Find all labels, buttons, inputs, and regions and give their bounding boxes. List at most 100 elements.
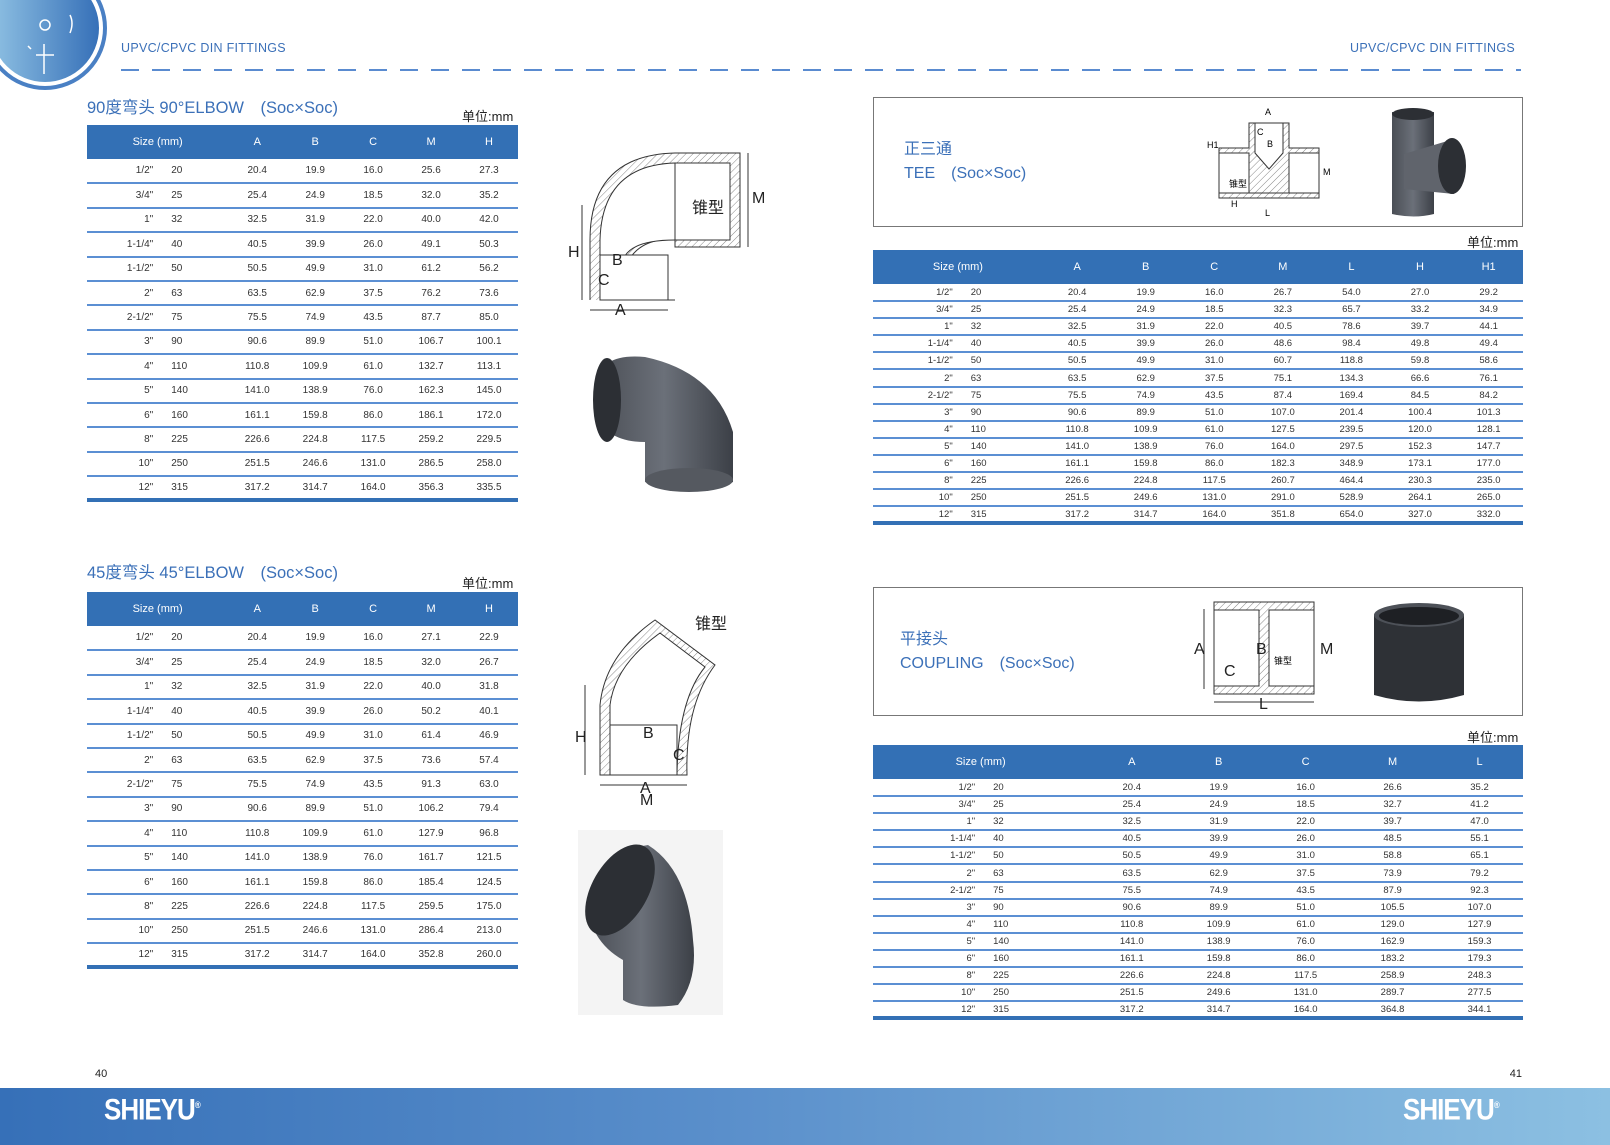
size-mm-cell: 315 (956, 506, 1043, 526)
label-M: M (752, 190, 765, 207)
value-cell: 297.5 (1317, 437, 1386, 456)
size-inch-cell: 3/4" (87, 650, 158, 676)
size-inch-cell: 1-1/4" (87, 232, 158, 258)
size-mm-cell: 20 (157, 626, 229, 652)
value-cell: 138.9 (1175, 932, 1263, 951)
value-cell: 127.5 (1248, 420, 1318, 439)
size-mm-cell: 32 (157, 207, 229, 234)
column-header: H (460, 125, 518, 159)
value-cell: 90.6 (228, 329, 287, 356)
value-cell: 18.5 (344, 183, 403, 209)
size-inch-cell: 1-1/2" (873, 352, 957, 371)
value-cell: 57.4 (460, 747, 518, 774)
label-C: C (1224, 663, 1236, 680)
value-cell: 32.5 (1042, 318, 1112, 337)
value-cell: 22.0 (1179, 318, 1249, 337)
value-cell: 55.1 (1436, 830, 1523, 849)
value-cell: 56.2 (460, 256, 518, 282)
size-inch-cell: 1" (873, 318, 957, 337)
value-cell: 106.7 (402, 329, 461, 356)
value-cell: 48.5 (1349, 830, 1437, 849)
value-cell: 159.8 (286, 869, 345, 896)
size-mm-cell: 110 (956, 420, 1043, 439)
value-cell: 63.5 (1088, 864, 1176, 883)
value-cell: 92.3 (1436, 881, 1523, 900)
column-header: M (1349, 745, 1437, 779)
value-cell: 314.7 (286, 943, 345, 970)
value-cell: 172.0 (460, 402, 518, 429)
value-cell: 96.8 (460, 821, 518, 847)
value-cell: 76.2 (402, 280, 461, 307)
coupling-title-en: COUPLING (Soc×Soc) (900, 655, 1075, 672)
value-cell: 26.7 (1248, 284, 1318, 303)
size-mm-cell: 25 (157, 183, 229, 209)
size-inch-cell: 4" (873, 420, 957, 439)
value-cell: 44.1 (1454, 318, 1523, 337)
value-cell: 138.9 (1111, 437, 1180, 456)
value-cell: 161.1 (228, 869, 287, 896)
label-H: H (568, 244, 580, 261)
value-cell: 62.9 (1175, 864, 1263, 883)
size-mm-cell: 250 (157, 451, 229, 478)
column-header: C (1262, 745, 1350, 779)
size-inch-cell: 6" (87, 402, 158, 429)
value-cell: 230.3 (1385, 472, 1455, 491)
column-header: M (402, 592, 461, 626)
value-cell: 40.5 (228, 699, 287, 725)
label-cone: 锥型 (695, 615, 727, 633)
size-inch-cell: 3" (873, 403, 957, 422)
value-cell: 61.4 (402, 723, 461, 749)
value-cell: 86.0 (1179, 454, 1249, 474)
value-cell: 124.5 (460, 869, 518, 896)
value-cell: 16.0 (1179, 284, 1249, 303)
size-mm-cell: 50 (979, 847, 1089, 866)
label-B: B (1267, 139, 1273, 149)
value-cell: 86.0 (1262, 949, 1350, 969)
value-cell: 138.9 (286, 845, 345, 871)
value-cell: 26.6 (1349, 779, 1437, 798)
value-cell: 251.5 (1088, 984, 1176, 1003)
size-mm-cell: 20 (956, 284, 1043, 303)
value-cell: 332.0 (1454, 506, 1523, 526)
size-inch-cell: 1-1/4" (87, 699, 158, 725)
label-M: M (1320, 641, 1333, 658)
value-cell: 89.9 (1175, 898, 1263, 917)
size-inch-cell: 4" (87, 354, 158, 380)
label-H: H (575, 729, 587, 746)
label-B: B (612, 252, 623, 269)
value-cell: 16.0 (344, 626, 403, 652)
value-cell: 31.9 (1111, 318, 1180, 337)
value-cell: 654.0 (1317, 506, 1386, 526)
value-cell: 50.5 (1042, 352, 1112, 371)
label-M: M (1323, 167, 1331, 177)
size-mm-cell: 250 (157, 918, 229, 945)
size-inch-cell: 3/4" (87, 183, 158, 209)
value-cell: 37.5 (344, 280, 403, 307)
value-cell: 138.9 (286, 378, 345, 404)
size-mm-cell: 25 (157, 650, 229, 676)
value-cell: 164.0 (1262, 1001, 1350, 1021)
column-header: B (1175, 745, 1263, 779)
value-cell: 141.0 (1088, 932, 1176, 951)
value-cell: 65.7 (1317, 301, 1386, 320)
column-header: H1 (1454, 250, 1523, 284)
value-cell: 107.0 (1248, 403, 1318, 422)
value-cell: 63.5 (1042, 369, 1112, 388)
value-cell: 251.5 (228, 451, 287, 478)
value-cell: 40.0 (402, 674, 461, 701)
value-cell: 164.0 (1179, 506, 1249, 526)
value-cell: 314.7 (286, 476, 345, 503)
value-cell: 31.0 (344, 723, 403, 749)
size-mm-cell: 250 (979, 984, 1089, 1003)
label-M: M (640, 792, 653, 809)
value-cell: 120.0 (1385, 420, 1455, 439)
column-header: Size (mm) (87, 125, 229, 159)
